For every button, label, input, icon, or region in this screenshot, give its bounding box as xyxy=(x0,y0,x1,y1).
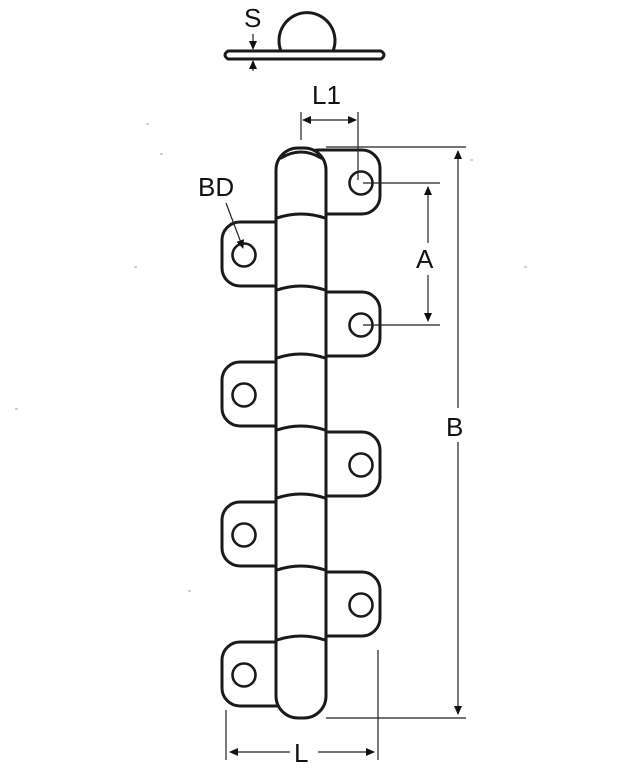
knuckle-joint-2 xyxy=(275,284,327,292)
background-specks xyxy=(15,123,527,592)
knuckle-joint-4 xyxy=(275,424,327,432)
cross-section-knuckle xyxy=(277,11,337,53)
label-b: B xyxy=(446,412,463,442)
knuckle-barrel xyxy=(274,146,328,720)
dimension-b: B xyxy=(326,146,473,719)
dimension-bd: BD xyxy=(198,172,244,249)
hole-left-1 xyxy=(231,242,257,268)
dimension-a: A xyxy=(363,182,442,326)
knuckle-joint-7 xyxy=(275,634,327,642)
label-l: L xyxy=(294,738,308,768)
knuckle-joint-5 xyxy=(275,492,327,500)
knuckle-joint-3 xyxy=(275,352,327,360)
knuckle-joint-1 xyxy=(275,212,327,220)
cross-section-plate xyxy=(223,49,386,61)
label-a: A xyxy=(416,244,434,274)
hole-right-3 xyxy=(348,452,374,478)
hinge-front-view xyxy=(220,146,382,720)
knuckle-joint-6 xyxy=(275,564,327,572)
barrel-body xyxy=(274,146,328,720)
label-s: S xyxy=(244,3,261,33)
cross-section-view: S xyxy=(223,3,386,71)
label-l1: L1 xyxy=(312,80,341,110)
label-bd: BD xyxy=(198,172,234,202)
hole-left-3 xyxy=(231,522,257,548)
dimension-l1: L1 xyxy=(300,80,359,180)
pin-end xyxy=(279,150,323,160)
hole-right-4 xyxy=(348,592,374,618)
hole-left-2 xyxy=(231,382,257,408)
dimension-l: L xyxy=(225,650,379,768)
hole-left-4 xyxy=(231,662,257,688)
